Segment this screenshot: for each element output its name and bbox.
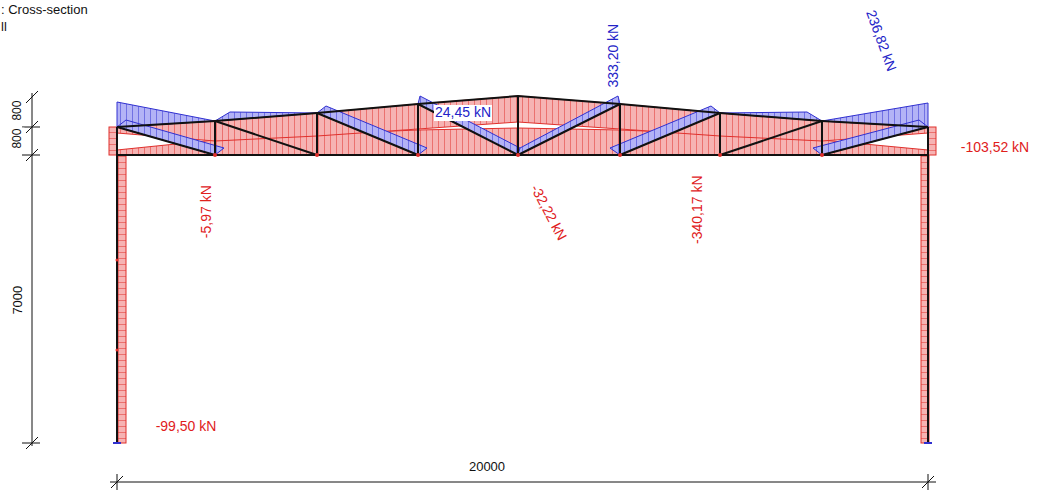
force-diagram bbox=[109, 96, 936, 443]
force-value: 236,82 kN bbox=[863, 7, 900, 74]
title-fragment: : Cross-section bbox=[0, 3, 89, 17]
force-value: -32,22 kN bbox=[526, 182, 569, 245]
supports bbox=[113, 442, 932, 444]
dimension: 20000 bbox=[468, 460, 506, 474]
force-value: 333,20 kN bbox=[606, 23, 621, 89]
dimension: 7000 bbox=[11, 285, 25, 316]
dimension-lines bbox=[22, 91, 936, 490]
force-value: -340,17 kN bbox=[689, 175, 704, 245]
force-value: 24,45 kN bbox=[434, 105, 492, 120]
member-nodes bbox=[116, 153, 825, 352]
dimension: 800 bbox=[11, 128, 24, 150]
title-fragment: ll bbox=[0, 20, 8, 34]
force-value: -103,52 kN bbox=[960, 140, 1030, 155]
truss-members bbox=[117, 96, 928, 443]
force-value: -5,97 kN bbox=[198, 185, 213, 240]
force-value: -99,50 kN bbox=[155, 419, 218, 434]
dimension: 800 bbox=[11, 100, 24, 122]
